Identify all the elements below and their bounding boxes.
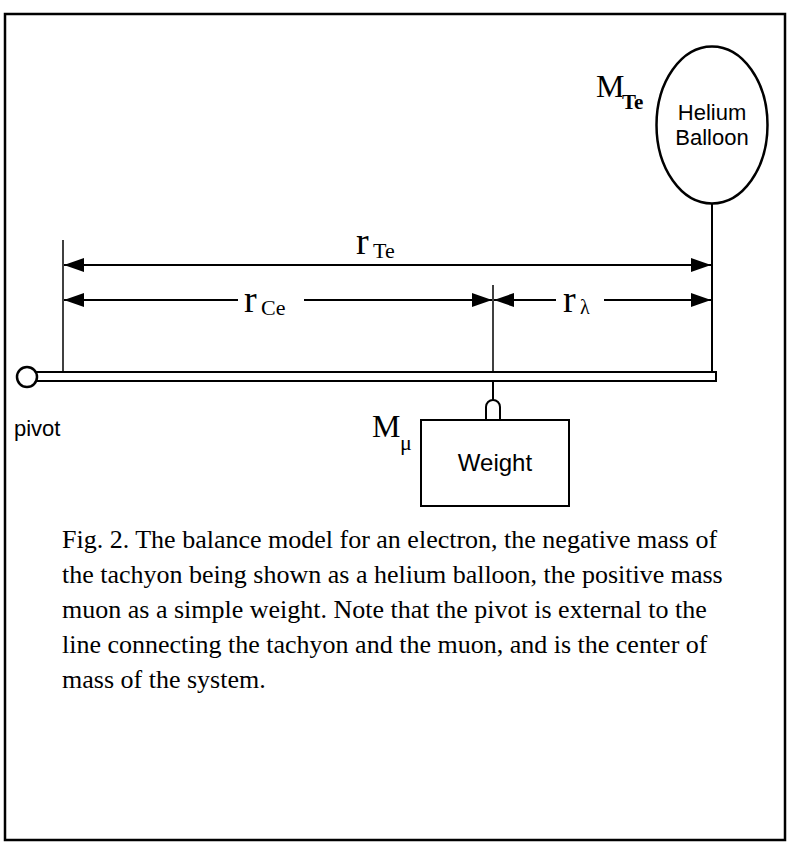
- mass-symbol: M: [596, 70, 624, 102]
- dimension-arrow: [64, 264, 711, 266]
- extension-line: [492, 285, 494, 372]
- weight-hook: [486, 400, 500, 419]
- mass-subscript: Te: [622, 92, 643, 113]
- node-text: Helium Balloon: [670, 100, 754, 151]
- distance-subscript: λ: [580, 297, 590, 317]
- balance-beam: [36, 372, 716, 381]
- balloon-ellipse: [657, 47, 768, 204]
- dimension-arrow: [604, 299, 711, 301]
- extension-line: [62, 240, 64, 372]
- balloon-string: [711, 204, 713, 372]
- dimension-arrow: [64, 299, 238, 301]
- mass-symbol: M: [372, 410, 400, 442]
- distance-subscript: Te: [373, 240, 395, 262]
- figure-frame: [5, 14, 785, 840]
- pivot-label: pivot: [14, 418, 60, 440]
- weight-hanger: [492, 381, 494, 400]
- distance-symbol: r: [356, 222, 369, 260]
- pivot-circle: [17, 367, 37, 387]
- mass-subscript: μ: [400, 432, 412, 454]
- node-text: Weight: [458, 449, 532, 477]
- balloon-node: Helium Balloon: [655, 45, 769, 205]
- distance-symbol: r: [563, 280, 576, 318]
- distance-subscript: Ce: [261, 297, 285, 319]
- figure-caption: Fig. 2. The balance model for an electro…: [62, 522, 742, 697]
- weight-box: Weight: [420, 419, 570, 507]
- dimension-arrow: [304, 299, 492, 301]
- dimension-arrow: [494, 299, 556, 301]
- distance-symbol: r: [244, 280, 257, 318]
